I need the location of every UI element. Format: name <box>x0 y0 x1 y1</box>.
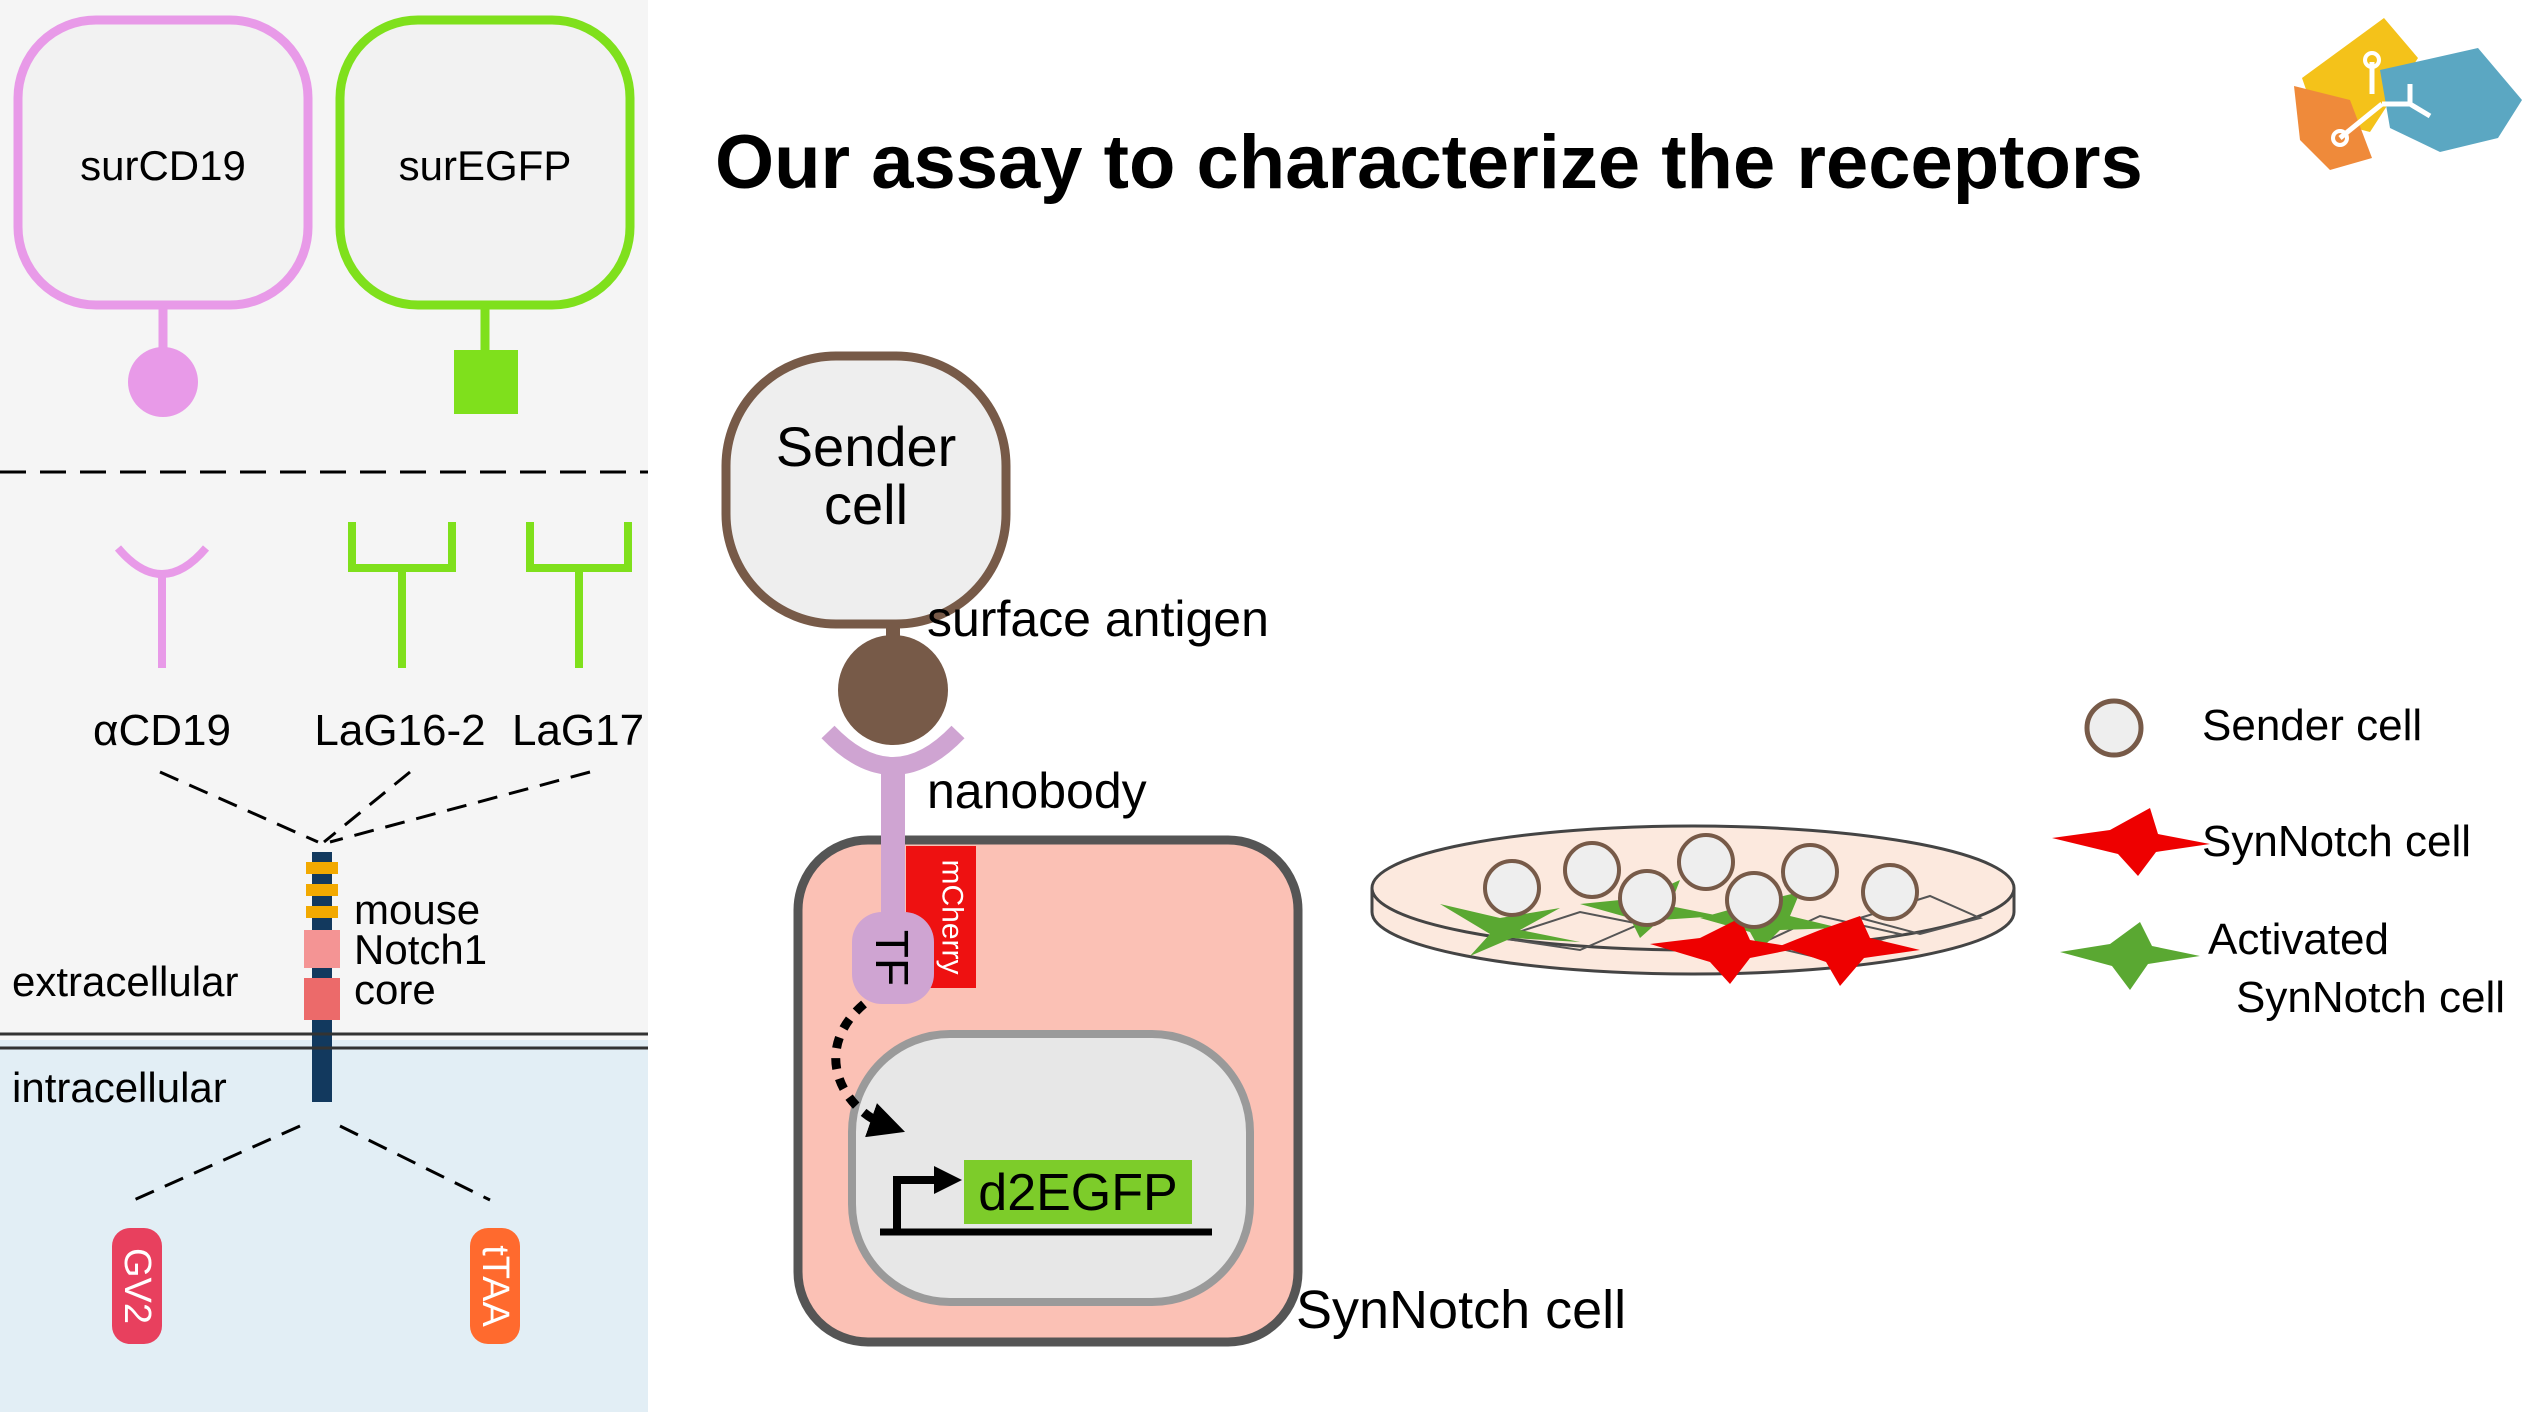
synnotch-cell-label: SynNotch cell <box>1296 1280 1626 1340</box>
ttaa-label: tTAA <box>474 1245 516 1327</box>
acd19-label: αCD19 <box>93 706 231 755</box>
legend-activated-icon <box>2060 922 2200 990</box>
core-label-mouse: mouse <box>354 886 480 933</box>
dish-synnotch-cells <box>1650 916 1920 986</box>
dish-sender-cells <box>1483 833 1919 929</box>
legend-synnotch-label: SynNotch cell <box>2202 817 2471 866</box>
gv2-label: GV2 <box>116 1248 158 1324</box>
extracellular-label: extracellular <box>12 958 238 1005</box>
promoter-arrow <box>893 1176 934 1232</box>
surcd19-label: surCD19 <box>80 142 246 189</box>
acd19-binder <box>114 545 210 668</box>
nanobody-label: nanobody <box>927 763 1147 819</box>
lag16-2-label: LaG16-2 <box>314 706 485 755</box>
lag17-label: LaG17 <box>512 706 644 755</box>
legend-activated-label-line2: SynNotch cell <box>2236 973 2505 1022</box>
tf-label: TF <box>866 930 918 986</box>
mcherry-label: mCherry <box>936 859 969 974</box>
legend-synnotch-icon <box>2052 808 2210 876</box>
page-title: Our assay to characterize the receptors <box>715 120 2143 205</box>
binder-connector-lines <box>159 770 591 844</box>
promoter-arrowhead <box>934 1166 962 1194</box>
suregfp-antigen: surEGFP <box>335 15 635 414</box>
surface-antigen <box>838 635 948 745</box>
suregfp-label: surEGFP <box>399 142 572 189</box>
ttaa-domain: tTAA <box>470 1228 520 1344</box>
core-label-notch1: Notch1 <box>354 926 487 973</box>
igem-logo <box>2294 18 2522 170</box>
left-panel: surCD19 surEGFP αCD19 LaG16-2 LaG17 <box>0 0 648 1412</box>
surface-antigen-label: surface antigen <box>927 591 1269 647</box>
core-label-core: core <box>354 966 436 1013</box>
tf-domain <box>852 912 934 1004</box>
sender-cell: Sender cell <box>721 351 1011 629</box>
lag17-binder <box>526 522 632 668</box>
lag16-2-binder <box>348 522 456 668</box>
petri-dish <box>1370 824 2016 986</box>
d2egfp-label: d2EGFP <box>978 1164 1177 1222</box>
intracellular-label: intracellular <box>12 1064 227 1111</box>
d2egfp-gene <box>964 1160 1192 1224</box>
tf-connector-lines <box>133 1124 491 1202</box>
receptor-stalk <box>881 765 905 925</box>
translocation-arrow <box>831 1000 905 1138</box>
legend-activated-label-line1: Activated <box>2208 915 2389 964</box>
legend-sender-label: Sender cell <box>2202 701 2422 750</box>
assay-diagram: Sender cell surface antigen mCherry nano… <box>721 351 1626 1347</box>
surcd19-antigen: surCD19 <box>13 15 313 417</box>
sender-label-line2: cell <box>824 473 908 536</box>
legend: Sender cell SynNotch cell Activated SynN… <box>2052 698 2505 1022</box>
sender-label-line1: Sender <box>776 415 957 478</box>
gv2-domain: GV2 <box>112 1228 162 1344</box>
notch1-core-receptor <box>304 852 340 1102</box>
legend-sender-icon <box>2084 698 2144 758</box>
